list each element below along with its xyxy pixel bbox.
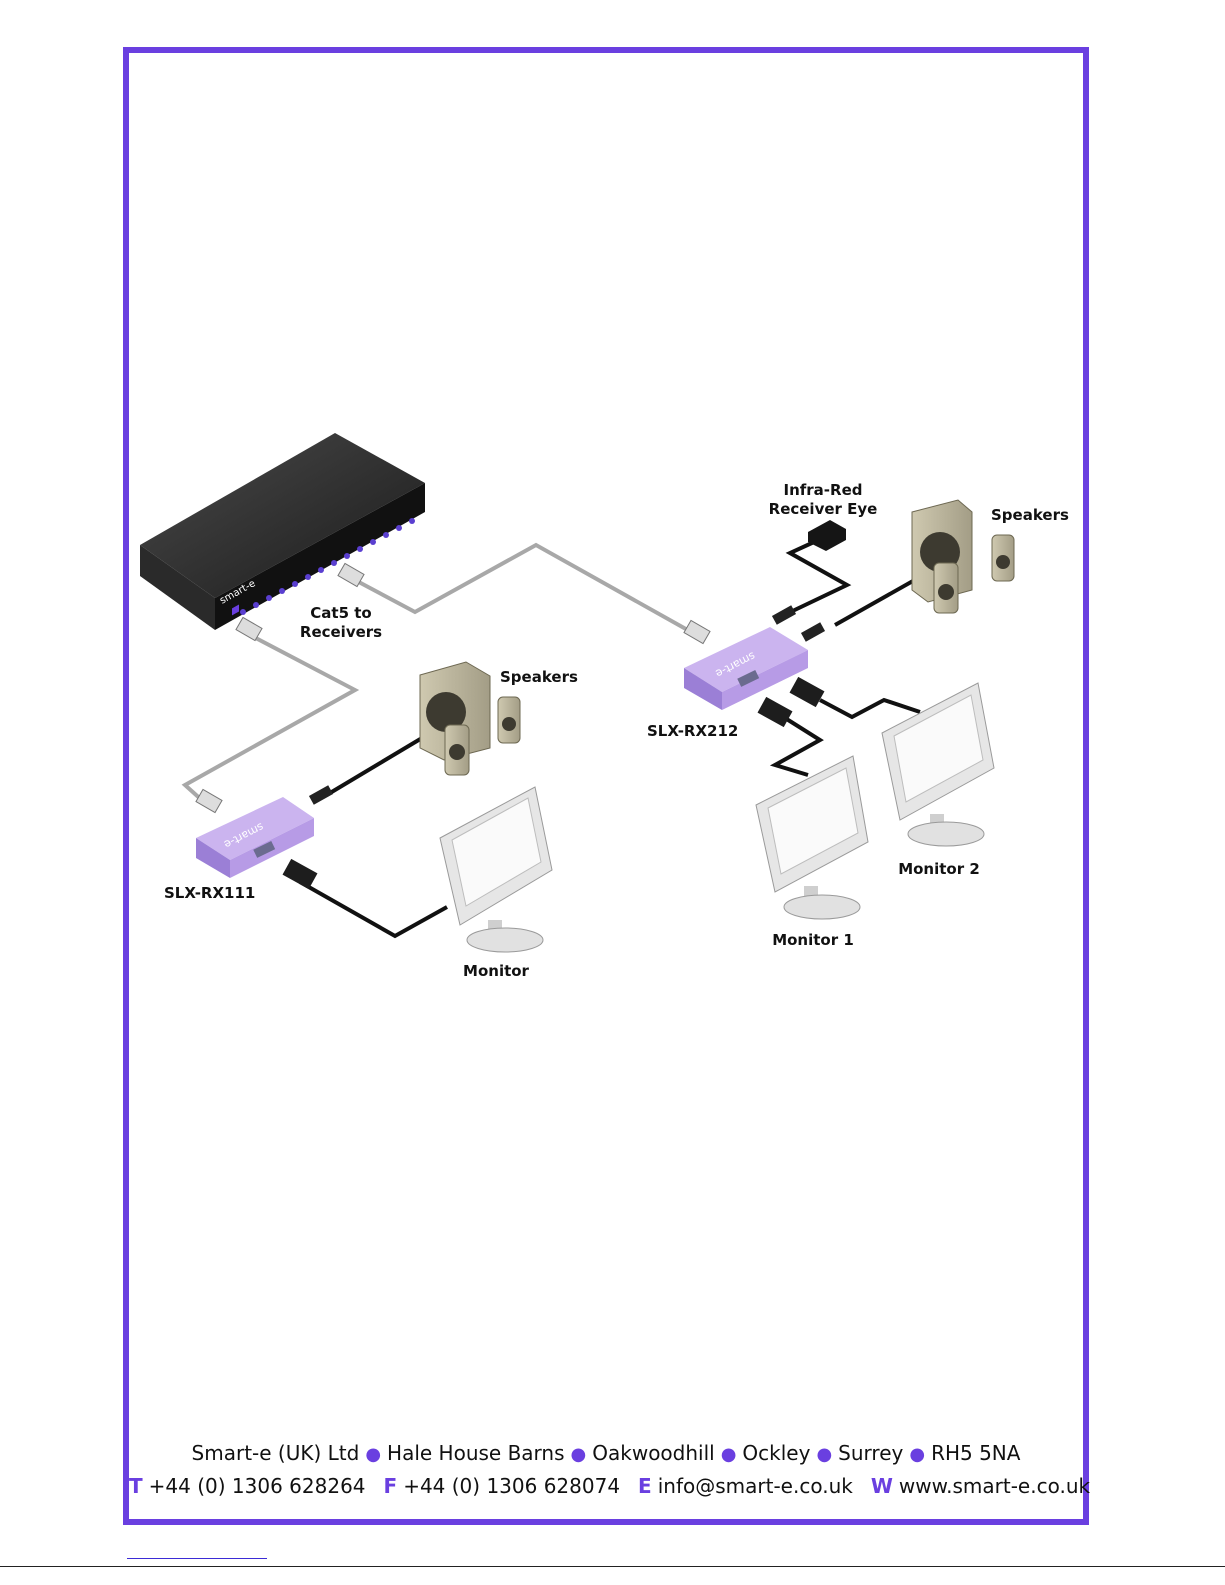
cat5-cable-to-rx212 (355, 545, 693, 633)
page-bottom-rule (0, 1566, 1225, 1567)
address-company: Smart-e (UK) Ltd (192, 1441, 360, 1465)
label-monitor-1: Monitor 1 (772, 931, 854, 949)
ir-receiver-eye-icon (808, 520, 846, 551)
cat5-cable-to-rx111 (185, 635, 355, 803)
fax-key: F (384, 1474, 398, 1498)
monitor2-cable (820, 700, 920, 717)
address-town: Ockley (742, 1441, 810, 1465)
monitor1-cable (775, 718, 820, 775)
website-link[interactable]: www.smart-e.co.uk (899, 1474, 1090, 1498)
label-ir-eye-line1: Infra-Red (784, 481, 863, 499)
phone-key: T (129, 1474, 143, 1498)
label-speakers-right: Speakers (991, 506, 1069, 524)
monitor-2-icon (882, 683, 994, 846)
label-monitor-2: Monitor 2 (898, 860, 980, 878)
footnote-link-underline[interactable] (127, 1558, 267, 1559)
audio-jack-icon (309, 605, 825, 804)
label-ir-eye-line2: Receiver Eye (769, 500, 878, 518)
footer-address: Smart-e (UK) Ltd●Hale House Barns●Oakwoo… (129, 1441, 1083, 1465)
monitor-left-icon (440, 787, 552, 952)
label-slx-rx111: SLX-RX111 (164, 884, 255, 902)
footer-contacts: T+44 (0) 1306 628264 F+44 (0) 1306 628074… (129, 1474, 1083, 1498)
label-cat5-line2: Receivers (300, 623, 382, 641)
web-key: W (871, 1474, 893, 1498)
transmitter-rack: smart-e (140, 433, 425, 630)
phone-number: +44 (0) 1306 628264 (149, 1474, 366, 1498)
label-speakers-left: Speakers (500, 668, 578, 686)
ir-eye-cable (780, 537, 847, 617)
email-key: E (638, 1474, 652, 1498)
speaker-cable-left (330, 738, 422, 793)
vga-connector-icon (283, 677, 825, 889)
address-postcode: RH5 5NA (931, 1441, 1020, 1465)
monitor-cable-left (300, 882, 447, 936)
address-county: Surrey (838, 1441, 903, 1465)
email-link[interactable]: info@smart-e.co.uk (658, 1474, 853, 1498)
label-monitor: Monitor (463, 962, 530, 980)
monitor-1-icon (756, 756, 868, 919)
address-line-2: Oakwoodhill (592, 1441, 714, 1465)
label-slx-rx212: SLX-RX212 (647, 722, 738, 740)
address-line-1: Hale House Barns (387, 1441, 565, 1465)
label-cat5-line1: Cat5 to (310, 604, 371, 622)
fax-number: +44 (0) 1306 628074 (403, 1474, 620, 1498)
